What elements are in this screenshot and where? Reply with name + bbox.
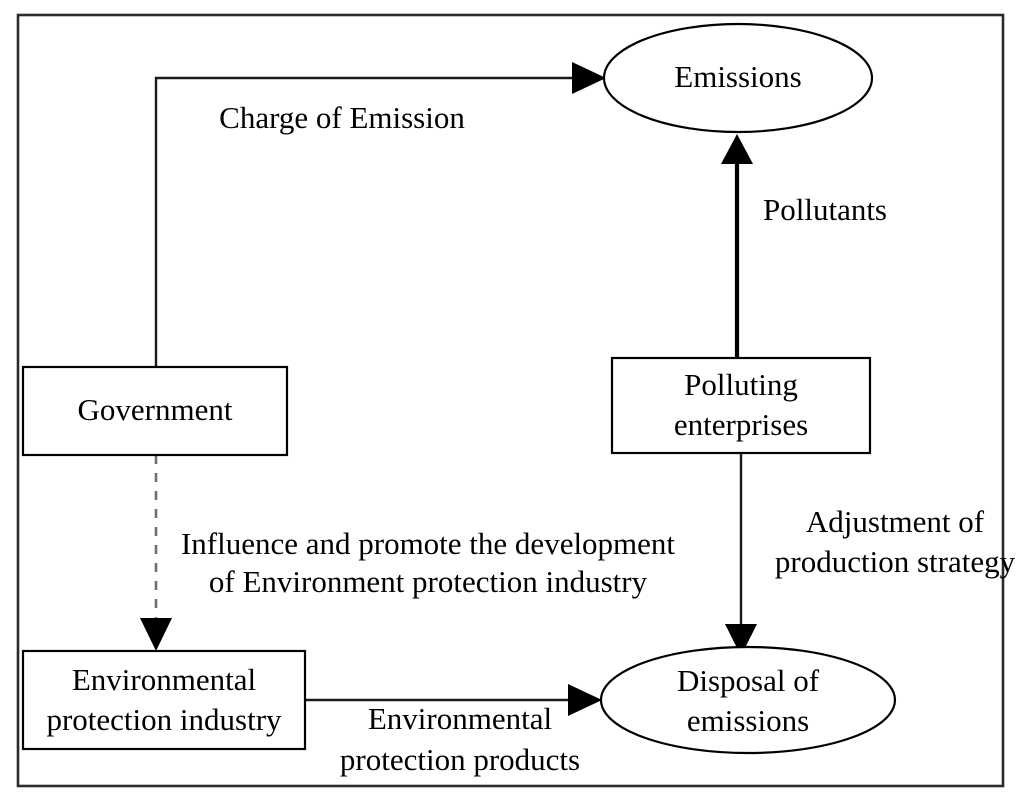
edge-label-products-line2: protection products bbox=[340, 742, 580, 777]
node-polluting-enterprises-shape[interactable] bbox=[610, 356, 872, 455]
node-disposal-of-emissions-label-line1: Disposal of bbox=[677, 663, 820, 698]
edge-label-influence-line1: Influence and promote the development bbox=[181, 526, 675, 561]
node-environmental-protection-industry-shape[interactable] bbox=[21, 649, 307, 751]
node-polluting-enterprises[interactable]: Polluting enterprises bbox=[610, 356, 872, 455]
arrowhead-icon bbox=[572, 62, 606, 94]
node-emissions[interactable]: Emissions bbox=[602, 22, 874, 134]
node-disposal-of-emissions[interactable]: Disposal of emissions bbox=[599, 645, 897, 755]
node-emissions-shape[interactable] bbox=[602, 22, 874, 134]
node-disposal-of-emissions-label-line2: emissions bbox=[687, 703, 809, 738]
node-environmental-protection-industry-label-line1: Environmental bbox=[72, 662, 256, 697]
node-environmental-protection-industry-label-line2: protection industry bbox=[46, 702, 282, 737]
node-government-shape[interactable] bbox=[21, 365, 289, 457]
edge-label-adjustment-line1: Adjustment of bbox=[806, 504, 985, 539]
node-government[interactable]: Government bbox=[21, 365, 289, 457]
edge-label-pollutants: Pollutants bbox=[763, 192, 887, 227]
arrowhead-icon bbox=[721, 134, 753, 164]
node-emissions-label: Emissions bbox=[674, 59, 801, 94]
edge-industry-to-disposal: Environmental protection products bbox=[305, 684, 602, 777]
edge-label-products-line1: Environmental bbox=[368, 701, 552, 736]
node-polluting-enterprises-label-line1: Polluting bbox=[684, 367, 798, 402]
edge-enterprises-to-disposal: Adjustment of production strategy bbox=[725, 453, 1016, 656]
edge-label-adjustment-line2: production strategy bbox=[775, 544, 1016, 579]
edge-label-charge-of-emission: Charge of Emission bbox=[219, 100, 465, 135]
arrowhead-icon bbox=[140, 618, 172, 651]
edge-government-to-emissions: Charge of Emission bbox=[154, 62, 606, 367]
node-environmental-protection-industry[interactable]: Environmental protection industry bbox=[21, 649, 307, 751]
diagram-border bbox=[16, 13, 1005, 788]
edge-line-charge-of-emission bbox=[154, 76, 574, 367]
arrowhead-icon bbox=[568, 684, 602, 716]
node-polluting-enterprises-label-line2: enterprises bbox=[674, 407, 808, 442]
node-government-label: Government bbox=[78, 392, 233, 427]
node-disposal-of-emissions-shape[interactable] bbox=[599, 645, 897, 755]
edge-government-to-industry: Influence and promote the development of… bbox=[140, 455, 675, 651]
edge-enterprises-to-emissions: Pollutants bbox=[721, 134, 887, 358]
arrowhead-icon bbox=[725, 624, 757, 656]
edge-label-influence-line2: of Environment protection industry bbox=[209, 564, 648, 599]
